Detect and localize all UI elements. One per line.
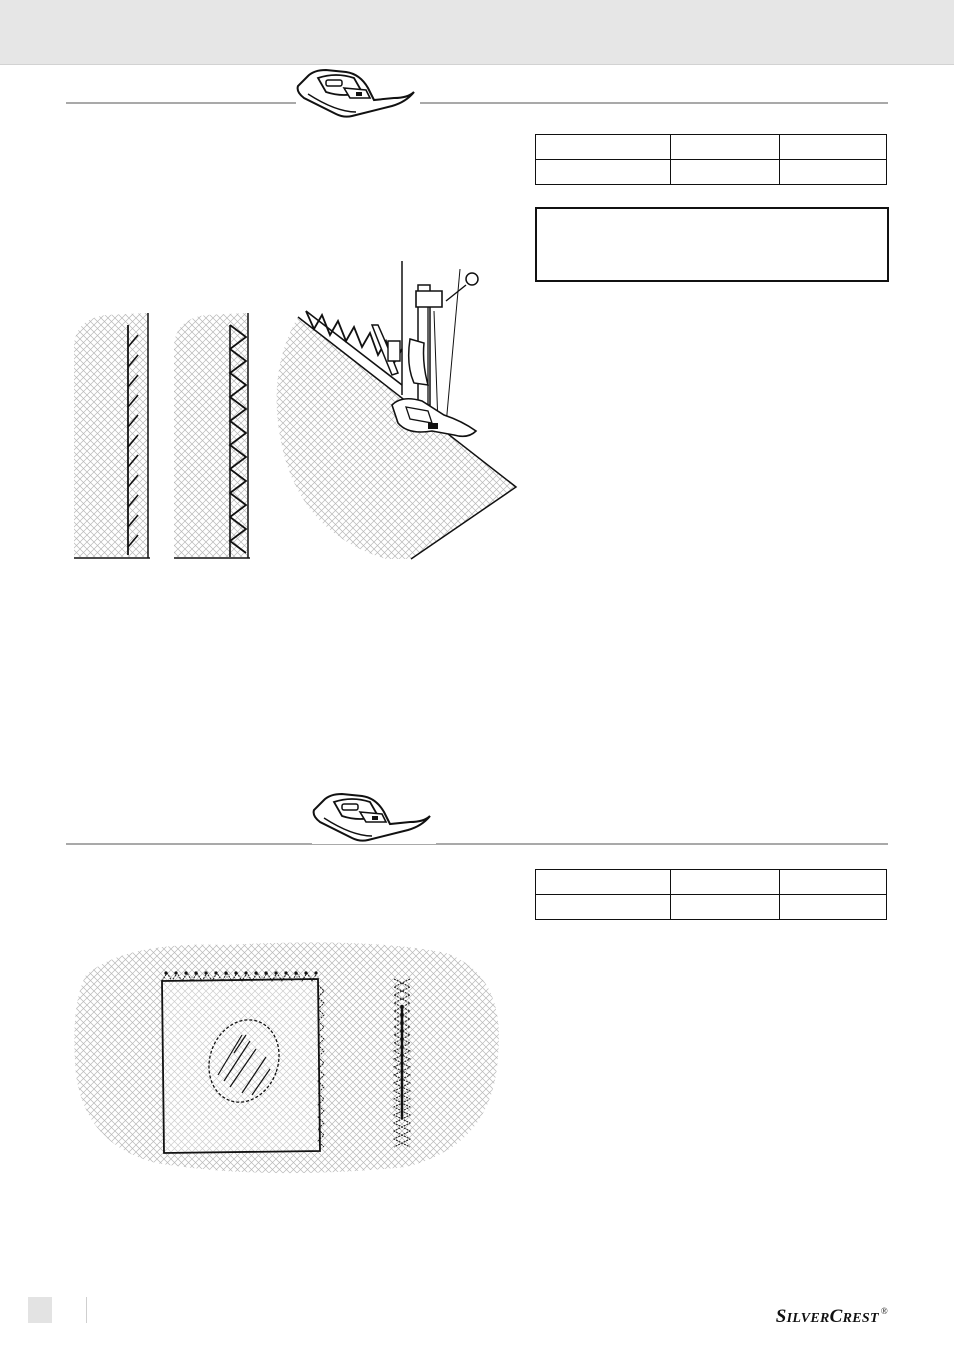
presser-foot-icon — [312, 793, 436, 844]
header-band — [0, 0, 954, 65]
table-cell — [779, 159, 887, 185]
note-box — [535, 207, 889, 282]
patch-figure — [74, 942, 499, 1174]
presser-foot-icon — [296, 69, 420, 118]
overcast-figure — [74, 261, 518, 560]
settings-table-2 — [535, 869, 887, 920]
table-cell — [535, 159, 671, 185]
table-cell — [535, 134, 671, 160]
brand-logo: SILVERCREST® — [775, 1306, 888, 1327]
settings-table-1 — [535, 134, 887, 185]
section-rule-2 — [66, 843, 888, 845]
table-cell — [779, 869, 887, 895]
table-cell — [670, 134, 780, 160]
divider — [86, 1297, 87, 1323]
table-cell — [670, 159, 780, 185]
table-row — [535, 134, 887, 160]
table-cell — [535, 894, 671, 920]
table-row — [535, 894, 887, 920]
table-cell — [535, 869, 671, 895]
table-row — [535, 869, 887, 895]
table-cell — [779, 894, 887, 920]
table-cell — [779, 134, 887, 160]
table-row — [535, 159, 887, 185]
table-cell — [670, 894, 780, 920]
page-tab — [28, 1297, 52, 1323]
section-rule-1 — [66, 102, 888, 104]
table-cell — [670, 869, 780, 895]
